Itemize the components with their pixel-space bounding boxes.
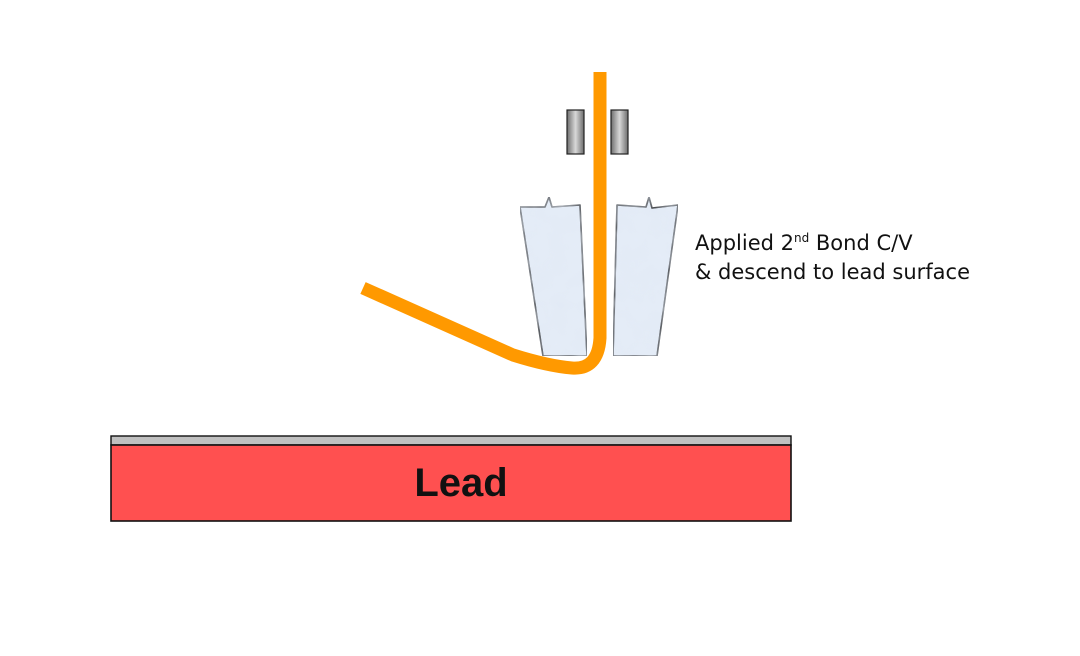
bond-wire — [360, 72, 607, 375]
lead-surface-plating — [110, 435, 792, 446]
caption-line-2: & descend to lead surface — [695, 260, 971, 284]
capillary-left-half — [519, 196, 588, 357]
step-caption: Applied 2nd Bond C/V & descend to lead s… — [695, 229, 970, 287]
wire-clamp-right — [610, 109, 629, 155]
lead-label: Lead — [414, 461, 508, 505]
capillary-right-half — [612, 196, 679, 357]
caption-line-1: Applied 2nd Bond C/V — [695, 231, 913, 255]
lead-frame — [110, 444, 792, 522]
wire-clamp-left — [566, 109, 585, 155]
